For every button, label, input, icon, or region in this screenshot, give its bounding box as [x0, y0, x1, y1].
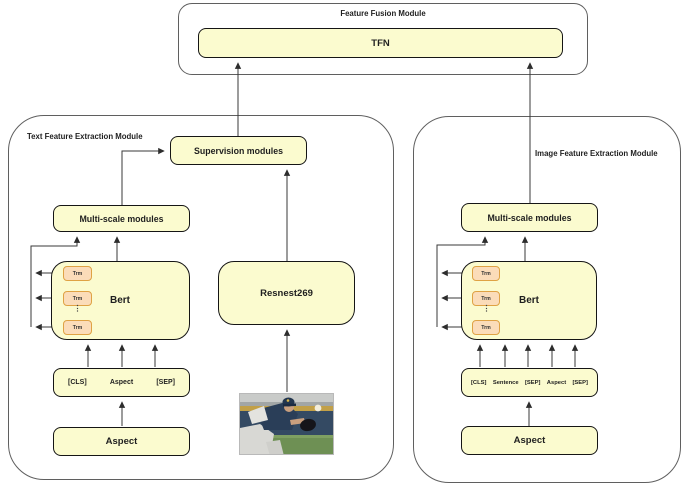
feature-fusion-title: Feature Fusion Module — [340, 9, 426, 18]
image-token-box: [CLS] Sentence [SEP] Aspect [SEP] — [461, 368, 598, 397]
text-trm-1: Trm — [63, 266, 92, 281]
image-trm-1-label: Trm — [481, 270, 491, 277]
token-sep-2: [SEP] — [524, 379, 541, 386]
token-cls-2: [CLS] — [471, 379, 487, 386]
image-trm-3-label: Trm — [481, 324, 491, 331]
image-aspect-box: Aspect — [461, 426, 598, 455]
token-sep-3: [SEP] — [572, 379, 588, 386]
text-token-box: [CLS] Aspect [SEP] — [53, 368, 190, 397]
text-trm-2-label: Trm — [72, 295, 83, 302]
image-multiscale-label: Multi-scale modules — [487, 212, 572, 223]
pitcher-photo — [239, 393, 334, 455]
token-sep: [SEP] — [156, 379, 175, 386]
text-aspect-label: Aspect — [105, 436, 138, 447]
resnest-box: Resnest269 — [218, 261, 355, 325]
image-trm-3: Trm — [472, 320, 500, 335]
image-trm-1: Trm — [472, 266, 500, 281]
image-aspect-label: Aspect — [513, 435, 546, 446]
text-aspect-box: Aspect — [53, 427, 190, 456]
tfn-box: TFN — [198, 28, 563, 58]
token-aspect: Aspect — [109, 379, 134, 386]
image-trm-ellipsis: ⋮ — [482, 304, 491, 313]
text-multiscale-box: Multi-scale modules — [53, 205, 190, 232]
resnest-label: Resnest269 — [260, 287, 313, 299]
token-aspect-2: Aspect — [546, 379, 567, 386]
text-trm-ellipsis: ⋮ — [73, 304, 82, 313]
token-sentence: Sentence — [492, 379, 519, 386]
tfn-label: TFN — [371, 37, 390, 49]
text-module-title: Text Feature Extraction Module — [27, 132, 143, 141]
pitcher-photo-art — [240, 394, 333, 454]
text-multiscale-label: Multi-scale modules — [79, 213, 164, 224]
token-cls: [CLS] — [68, 379, 87, 386]
text-bert-label: Bert — [110, 295, 131, 306]
image-bert-label: Bert — [519, 295, 540, 306]
text-trm-3: Trm — [63, 320, 92, 335]
text-trm-1-label: Trm — [72, 270, 83, 277]
image-trm-2-label: Trm — [481, 295, 491, 302]
image-multiscale-box: Multi-scale modules — [461, 203, 598, 232]
image-module-title: Image Feature Extraction Module — [535, 149, 658, 158]
supervision-modules-label: Supervision modules — [194, 145, 283, 156]
text-trm-3-label: Trm — [72, 324, 83, 331]
supervision-modules-box: Supervision modules — [170, 136, 307, 165]
